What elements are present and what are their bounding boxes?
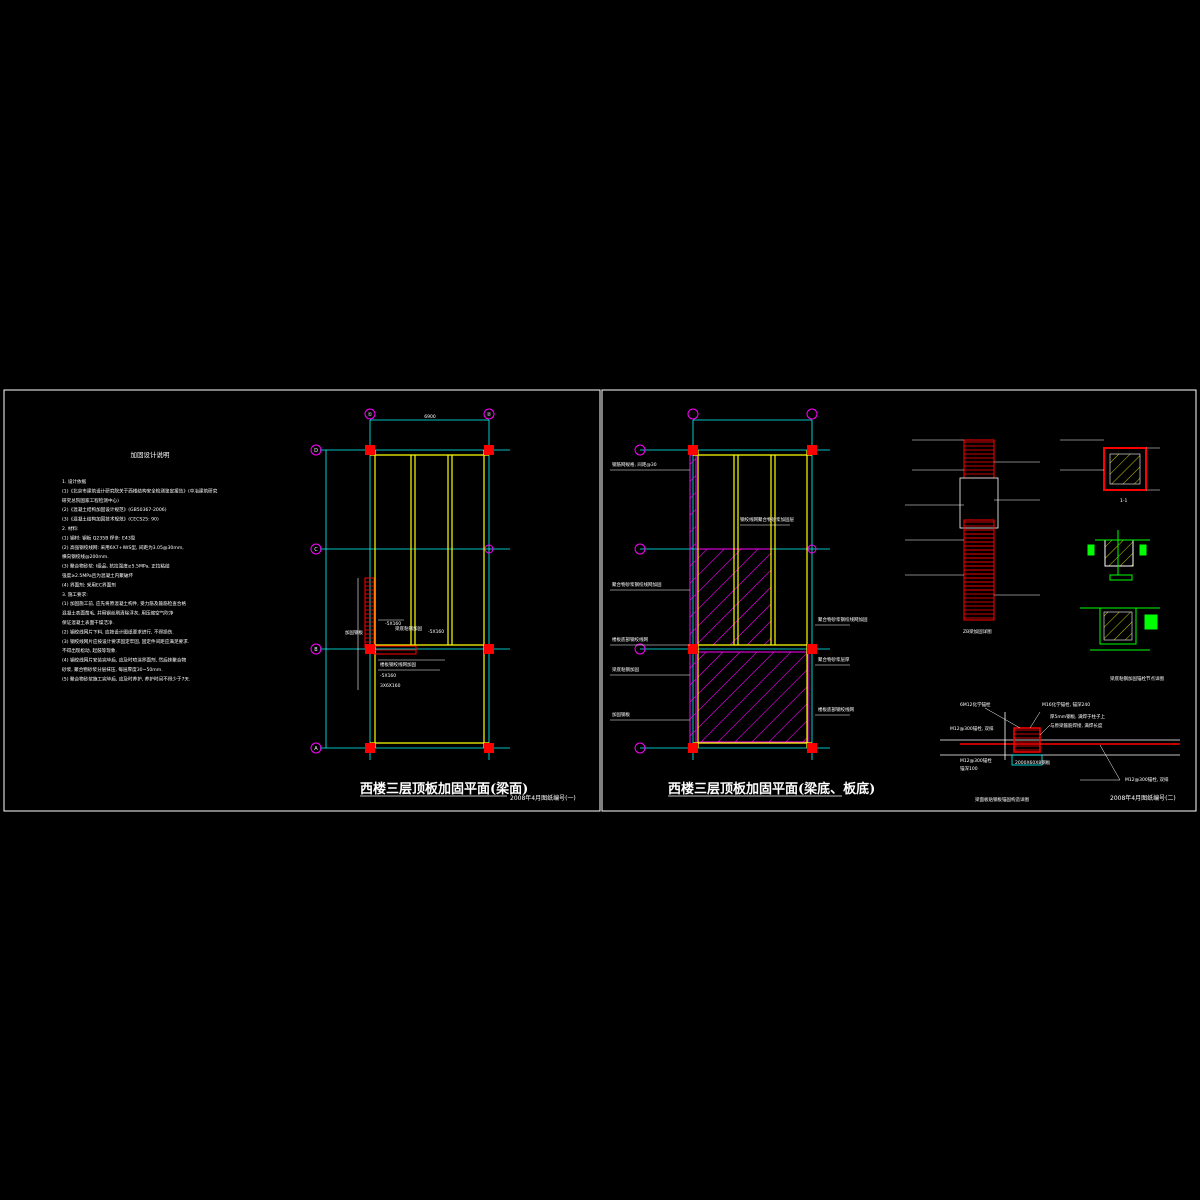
notes-line: (1)《北京市建筑设计研究院关于西楼结构安全检测鉴定报告》(中冶建筑研究 — [62, 487, 218, 494]
notes-line: (3) 钢绞线网片应按设计要求固定牢固, 固定件间距应满足要求. — [62, 638, 189, 645]
notes-line: 1. 设计依据 — [62, 478, 87, 485]
steel-plate-strip — [364, 577, 375, 649]
notes-line: 研究总院国家工程检测中心) — [62, 497, 119, 504]
detail-node-green — [1087, 530, 1150, 581]
detail-slab-plate: 6M12化学锚栓 M16化学锚栓, 锚深240 M12@300锚栓, 双排 厚5… — [940, 701, 1180, 803]
notes-line: (5) 聚合物砂浆施工完毕后, 应及时养护, 养护时间不得少于7天. — [62, 675, 190, 682]
plan2-date: 2008年4月图纸编号(二) — [1110, 794, 1176, 802]
svg-text:M12@300锚栓, 双排: M12@300锚栓, 双排 — [950, 725, 994, 732]
design-notes: 1. 设计依据 (1)《北京市建筑设计研究院关于西楼结构安全检测鉴定报告》(中冶建… — [62, 478, 218, 682]
detail4-title: 梁底粘钢加固锚栓节点详图 — [1110, 675, 1164, 682]
axis-label-row-d: D — [314, 448, 318, 454]
notes-line: (1) 加固施工前, 应先将原混凝土构件, 受力筋及箍筋检查合格 — [62, 600, 186, 607]
plan2-title: 西楼三层顶板加固平面(梁底、板底) — [668, 781, 875, 797]
hatch-strip-left — [689, 454, 697, 748]
plan1-label-1: 加固钢板 — [345, 629, 363, 636]
svg-text:锚深100: 锚深100 — [960, 765, 978, 772]
svg-text:M16化学锚栓, 锚深240: M16化学锚栓, 锚深240 — [1042, 701, 1090, 708]
plan1-title: 西楼三层顶板加固平面(梁面) — [360, 781, 528, 797]
svg-text:3X6X160: 3X6X160 — [380, 683, 401, 689]
notes-line: (4) 钢绞线网片安装完毕后, 应及时喷涂界面剂, 然后抹聚合物 — [62, 657, 186, 664]
svg-text:楼板底部钢绞线网: 楼板底部钢绞线网 — [818, 706, 854, 713]
sheet2-frame — [601, 389, 1197, 812]
notes-line: (2) 钢绞线网片下料, 应按设计图纸要求进行, 不得损伤. — [62, 628, 174, 635]
svg-text:加固钢板: 加固钢板 — [612, 711, 630, 718]
notes-line: (3) 聚合物砂浆: I级品, 抗拉强度≥5.5MPa, 正拉粘结 — [62, 563, 170, 570]
svg-text:楼板底部钢绞线网: 楼板底部钢绞线网 — [612, 636, 648, 643]
svg-text:6M12化学锚栓: 6M12化学锚栓 — [960, 701, 991, 708]
detail-anchor-node: 梁底粘钢加固锚栓节点详图 — [1080, 607, 1164, 682]
notes-line: (4) 界面剂: 采用EC界面剂 — [62, 581, 116, 588]
plan1: ① ② D C B A 6900 加固钢 — [310, 408, 510, 760]
detail-section-1-1: 1-1 — [1060, 439, 1160, 504]
axis-label-row-c: C — [314, 547, 318, 553]
svg-text:2000X60X8钢板: 2000X60X8钢板 — [1015, 759, 1051, 766]
notes-line: 砂浆, 聚合物砂浆分层抹压, 每层厚度30~50mm. — [62, 666, 163, 673]
notes-line: 强度≥2.5MPa且为混凝土内聚破坏 — [62, 572, 133, 579]
detail2-title: 1-1 — [1120, 498, 1127, 504]
svg-text:M12@300锚栓, 双排: M12@300锚栓, 双排 — [1125, 776, 1169, 783]
svg-text:-5X160: -5X160 — [380, 673, 396, 679]
svg-text:梁底粘钢加固: 梁底粘钢加固 — [395, 625, 422, 632]
axis-label-row-a: A — [314, 746, 318, 752]
detail-zb-beam: ZB梁加固详图 — [905, 439, 1040, 635]
svg-text:钢筋网规格, 间距@30: 钢筋网规格, 间距@30 — [612, 461, 657, 468]
svg-text:M12@300锚栓: M12@300锚栓 — [960, 757, 992, 764]
svg-text:钢绞线网聚合物砂浆加固层: 钢绞线网聚合物砂浆加固层 — [740, 516, 794, 523]
svg-text:厚5mm钢板, 满焊于柱子上: 厚5mm钢板, 满焊于柱子上 — [1050, 713, 1105, 720]
notes-line: 保证混凝土表面干燥洁净. — [62, 619, 114, 626]
axis-label-col1: ① — [368, 412, 373, 418]
svg-text:-5X160: -5X160 — [428, 629, 444, 635]
svg-text:聚合物砂浆钢绞线网加固: 聚合物砂浆钢绞线网加固 — [612, 581, 662, 588]
axis-label-row-b: B — [314, 647, 318, 653]
notes-line: 混凝土表面凿毛, 并用钢丝刷清除浮灰, 用压缩空气吹净 — [62, 610, 174, 617]
svg-text:聚合物砂浆层厚: 聚合物砂浆层厚 — [818, 656, 850, 663]
svg-text:-5X160: -5X160 — [385, 621, 401, 627]
notes-line: (1) 钢材: 钢板 Q235B 焊条: E43型 — [62, 534, 136, 541]
plan2: 钢筋网规格, 间距@30 聚合物砂浆钢绞线网加固 楼板底部钢绞线网 梁底粘钢加固… — [610, 408, 868, 760]
notes-line: 3. 施工要求: — [62, 591, 88, 598]
notes-line: 横向钢绞线@200mm. — [62, 553, 109, 560]
plan1-date: 2008年4月图纸编号(一) — [510, 794, 576, 802]
notes-line: (3)《混凝土结构加固技术规范》(CECS25: 90) — [62, 516, 159, 523]
detail3-title: 梁面板贴钢板锚固构造详图 — [975, 796, 1029, 803]
dim-top: 6900 — [424, 414, 436, 420]
svg-text:楼板钢绞线网加固: 楼板钢绞线网加固 — [380, 661, 416, 668]
svg-text:聚合物砂浆钢绞线网加固: 聚合物砂浆钢绞线网加固 — [818, 616, 868, 623]
axis-label-col2: ② — [487, 412, 492, 418]
notes-line: 2. 材料: — [62, 525, 79, 532]
notes-line: (2)《混凝土结构加固设计规范》(GB50367-2006) — [62, 506, 167, 513]
notes-line: 不得出现松动, 起鼓等现象. — [62, 647, 117, 654]
notes-line: (2) 高强钢绞线网: 采用6X7+IWS型, 间距为3.05@30mm, — [62, 544, 184, 551]
sheet1-frame — [3, 389, 601, 812]
notes-title: 加固设计说明 — [131, 450, 171, 459]
hatch-area-lower — [697, 651, 809, 743]
svg-text:梁底粘钢加固: 梁底粘钢加固 — [612, 666, 639, 673]
svg-text:与原梁箍筋焊接, 满焊长度: 与原梁箍筋焊接, 满焊长度 — [1050, 722, 1103, 729]
detail1-title: ZB梁加固详图 — [963, 628, 992, 635]
